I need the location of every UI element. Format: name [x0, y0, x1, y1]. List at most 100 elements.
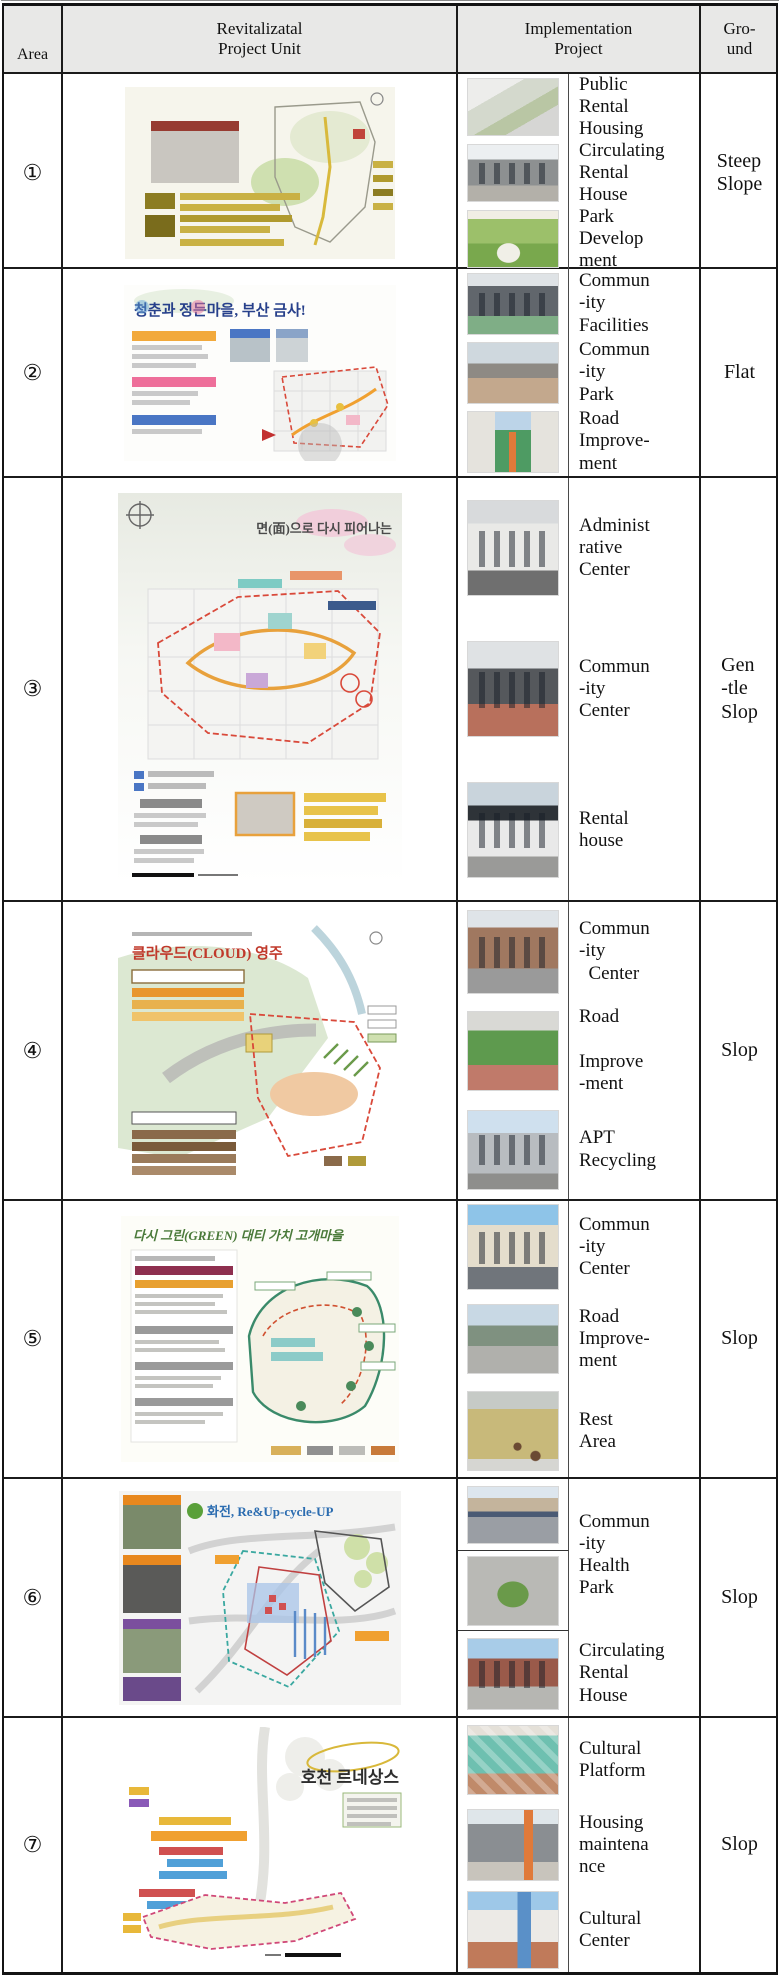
map-title-row5: 다시 그린(GREEN) 대티 가치 고개마을: [133, 1228, 345, 1243]
revitalization-projects-table: Area Revitalizatal Project Unit Implemen…: [2, 3, 778, 1975]
red-arrow-icon: [261, 428, 276, 441]
header-ground: Gro- und: [723, 19, 756, 58]
photo-community-park: [467, 341, 559, 404]
project-label: Road Improve- ment: [579, 408, 650, 474]
photo-community-center: [467, 641, 559, 737]
header-area: Area: [4, 6, 63, 72]
photo-park-development: [467, 210, 559, 269]
project-item: Circulating Rental House: [458, 140, 699, 207]
ground-cell: Slop: [721, 1585, 758, 1608]
implementation-cell-row1: Public Rental Housing Circulating Rental…: [458, 74, 701, 273]
table-row: ② 청춘과 정든마을, 부산 금사!: [4, 267, 776, 476]
project-item: Commun -ity Facilities: [458, 269, 699, 338]
implementation-cell-row7: Cultural Platform Housing maintena nce C…: [458, 1718, 701, 1973]
implementation-cell-row2: Commun -ity Facilities Commun -ity Park …: [458, 269, 701, 476]
leaf-logo-icon: [186, 1502, 203, 1519]
map-cell-row3: 면(面)으로 다시 피어나는: [63, 478, 458, 900]
project-item: Public Rental Housing: [458, 74, 699, 141]
project-label: Rental house: [579, 807, 629, 851]
project-label: Cultural Platform: [579, 1738, 646, 1782]
photo-road-improvement: [467, 1304, 559, 1374]
project-label: Road Improve -ment: [579, 1006, 644, 1094]
map-title-row4: 클라우드(CLOUD) 영주: [132, 944, 283, 962]
project-label: Commun -ity Center: [579, 655, 650, 722]
photo-apt-recycling: [467, 1109, 559, 1190]
map-thumbnail-row1: [124, 87, 395, 260]
photo-rest-area: [467, 1391, 559, 1471]
project-label: Commun -ity Center: [579, 1213, 650, 1280]
project-label: APT Recycling: [579, 1127, 657, 1171]
photo-cultural-platform: [467, 1725, 559, 1796]
map-cell-row5: 다시 그린(GREEN) 대티 가치 고개마을: [63, 1201, 458, 1477]
project-item: Administ rative Center: [458, 478, 699, 619]
project-item: Road Improve- ment: [458, 407, 699, 476]
map-cell-row7: 호천 르네상스: [63, 1718, 458, 1972]
area-number-5: ⑤: [4, 1201, 63, 1477]
project-label: Housing maintena nce: [579, 1811, 649, 1878]
compass-icon: [369, 92, 384, 106]
implementation-cell-row3: Administ rative Center Commun -ity Cente…: [458, 478, 701, 901]
header-project-unit: Revitalizatal Project Unit: [63, 6, 458, 72]
implementation-cell-row6: Commun -ity Health Park Circulating Rent…: [458, 1479, 701, 1716]
photo-community-center: [467, 1204, 559, 1290]
photo-community-health-center: [467, 1485, 559, 1544]
map-thumbnail-row6: 화전, Re&Up-cycle-UP: [118, 1490, 401, 1705]
photo-road-improvement: [467, 1010, 559, 1091]
map-thumbnail-row2: 청춘과 정든마을, 부산 금사!: [123, 284, 396, 461]
photo-circulating-rental-house: [467, 1637, 559, 1710]
photo-rental-house: [467, 781, 559, 878]
project-item: Cultural Platform: [458, 1718, 699, 1803]
ground-cell: Slop: [721, 1833, 758, 1856]
project-label: Rest Area: [579, 1408, 616, 1452]
table-row: ③ 면(面)으로 다시 피어나는: [4, 476, 776, 901]
project-label: Circulating Rental House: [579, 1640, 665, 1706]
photo-public-rental-housing: [467, 78, 559, 137]
project-item: Housing maintena nce: [458, 1802, 699, 1888]
header-implementation-project: Implementation Project: [458, 6, 701, 72]
photo-community-center: [467, 909, 559, 994]
ground-cell: Steep Slope: [716, 149, 763, 196]
photo-administrative-center: [467, 500, 559, 597]
area-number-2: ②: [4, 269, 63, 476]
project-item: Rest Area: [458, 1385, 699, 1477]
compass-icon: [368, 930, 383, 945]
implementation-cell-row5: Commun -ity Center Road Improve- ment Re…: [458, 1201, 701, 1477]
map-title-row3: 면(面)으로 다시 피어나는: [256, 521, 392, 536]
project-label: Commun -ity Park: [579, 339, 650, 405]
area-number-4: ④: [4, 902, 63, 1199]
photo-road-improvement: [467, 410, 559, 473]
map-cell-row1: [63, 74, 458, 273]
project-label: Park Develop ment: [579, 206, 644, 272]
table-row: ⑥ 화전, Re&Up-cycle-UP: [4, 1477, 776, 1716]
table-row: ⑦ 호천 르네상스: [4, 1716, 776, 1973]
ground-cell: Flat: [723, 360, 756, 383]
project-item: Park Develop ment: [458, 206, 699, 273]
map-cell-row2: 청춘과 정든마을, 부산 금사!: [63, 269, 458, 476]
map-thumbnail-row5: 다시 그린(GREEN) 대티 가치 고개마을: [120, 1216, 399, 1462]
area-number-3: ③: [4, 478, 63, 900]
project-item: Road Improve- ment: [458, 1293, 699, 1385]
map-title-row7: 호천 르네상스: [300, 1768, 398, 1787]
project-item: Commun -ity Park: [458, 338, 699, 407]
map-thumbnail-row4: 클라우드(CLOUD) 영주: [117, 917, 402, 1184]
project-label: Commun -ity Facilities: [579, 270, 650, 336]
map-title-row6: 화전, Re&Up-cycle-UP: [207, 1504, 333, 1519]
compass-icon: [125, 501, 154, 529]
implementation-cell-row4: Commun -ity Center Road Improve -ment AP…: [458, 902, 701, 1199]
project-label: Commun -ity Center: [579, 918, 650, 984]
table-row: ④ 클라우드(CLOUD) 영주: [4, 900, 776, 1199]
map-cell-row6: 화전, Re&Up-cycle-UP: [63, 1479, 458, 1716]
ground-cell: Slop: [721, 1327, 758, 1350]
area-number-7: ⑦: [4, 1718, 63, 1972]
project-item: APT Recycling: [458, 1100, 699, 1199]
photo-health-park-aerial: [467, 1555, 559, 1626]
table-row: ⑤ 다시 그린(GREEN) 대티 가치 고개마을: [4, 1199, 776, 1477]
project-label: Public Rental Housing: [579, 74, 644, 140]
map-thumbnail-row3: 면(面)으로 다시 피어나는: [117, 493, 402, 885]
project-item: Rental house: [458, 759, 699, 901]
project-item: Commun -ity Center: [458, 902, 699, 1001]
project-item: Commun -ity Center: [458, 1201, 699, 1293]
photo-circulating-rental-house: [467, 144, 559, 203]
photo-housing-maintenance: [467, 1809, 559, 1881]
